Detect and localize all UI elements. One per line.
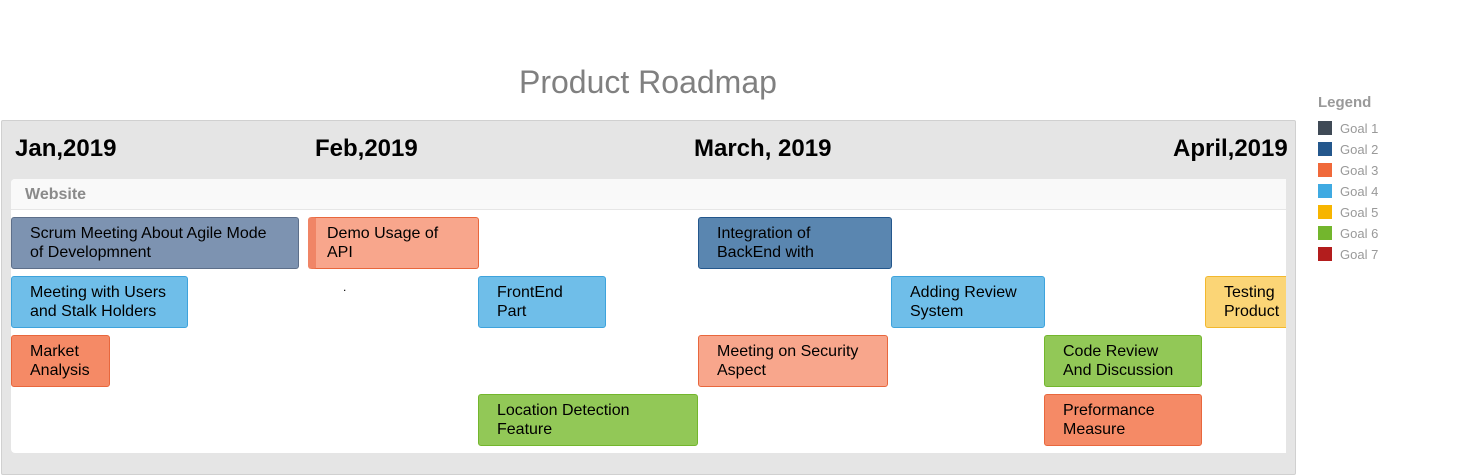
legend-label: Goal 1 [1340, 121, 1379, 136]
task-code-review[interactable]: Code Review And Discussion [1044, 335, 1202, 387]
legend-swatch [1318, 205, 1332, 219]
legend-label: Goal 5 [1340, 205, 1379, 220]
legend-label: Goal 7 [1340, 247, 1379, 262]
month-label-feb: Feb,2019 [315, 135, 418, 162]
legend-swatch [1318, 121, 1332, 135]
task-market-analysis[interactable]: Market Analysis [11, 335, 110, 387]
legend-swatch [1318, 247, 1332, 261]
month-label-april: April,2019 [1173, 135, 1288, 162]
swimlane-header: Website [11, 179, 1286, 210]
legend-swatch [1318, 142, 1332, 156]
task-integration-backend[interactable]: Integration of BackEnd with [698, 217, 892, 269]
task-location-detection[interactable]: Location Detection Feature [478, 394, 698, 446]
task-frontend-part[interactable]: FrontEnd Part [478, 276, 606, 328]
task-meeting-users[interactable]: Meeting with Users and Stalk Holders [11, 276, 188, 328]
task-adding-review-system[interactable]: Adding Review System [891, 276, 1045, 328]
task-testing-product[interactable]: Testing Product [1205, 276, 1286, 328]
stray-dot-mark: . [343, 280, 347, 294]
legend-label: Goal 2 [1340, 142, 1379, 157]
legend-swatch [1318, 163, 1332, 177]
legend-label: Goal 6 [1340, 226, 1379, 241]
task-scrum-meeting[interactable]: Scrum Meeting About Agile Mode of Develo… [11, 217, 299, 269]
month-label-jan: Jan,2019 [15, 135, 117, 162]
roadmap-title: Product Roadmap [519, 64, 777, 100]
legend-title: Legend [1318, 94, 1372, 111]
legend-label: Goal 4 [1340, 184, 1379, 199]
legend-swatch [1318, 226, 1332, 240]
legend-swatch [1318, 184, 1332, 198]
swimlane-label: Website [25, 186, 87, 203]
task-performance-measure[interactable]: Preformance Measure [1044, 394, 1202, 446]
month-label-march: March, 2019 [694, 135, 832, 162]
legend-label: Goal 3 [1340, 163, 1379, 178]
task-demo-usage-api[interactable]: Demo Usage of API [308, 217, 479, 269]
task-meeting-security[interactable]: Meeting on Security Aspect [698, 335, 888, 387]
